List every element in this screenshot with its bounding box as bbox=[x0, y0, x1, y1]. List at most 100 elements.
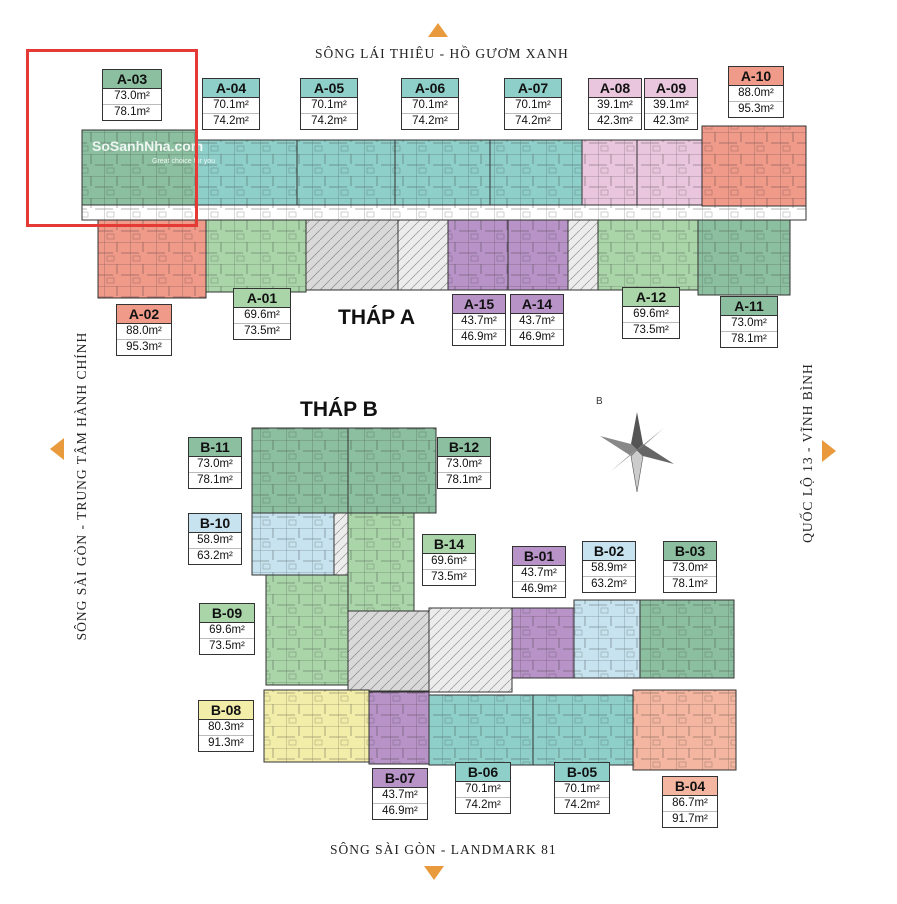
unit-code: B-08 bbox=[199, 701, 253, 720]
unit-code: A-07 bbox=[505, 79, 561, 98]
arrow-right-icon bbox=[822, 440, 836, 462]
unit-b-07-block-rooms bbox=[369, 692, 429, 764]
unit-b-14-block-rooms bbox=[348, 513, 414, 611]
unit-area-2: 42.3m² bbox=[653, 115, 689, 127]
unit-area-1: 43.7m² bbox=[513, 566, 565, 582]
unit-a-06-block-rooms bbox=[395, 140, 490, 205]
unit-area-2: 78.1m² bbox=[672, 578, 708, 590]
unit-area-1: 73.0m² bbox=[103, 89, 161, 105]
compass-letter: B bbox=[596, 396, 603, 407]
unit-area-2: 73.5m² bbox=[633, 324, 669, 336]
unit-b-06-block-rooms bbox=[429, 695, 533, 765]
unit-code: B-06 bbox=[456, 763, 510, 782]
tower-a-title: THÁP A bbox=[338, 306, 416, 329]
unit-a-09-block-rooms bbox=[637, 140, 702, 205]
direction-top-label: SÔNG LÁI THIÊU - HỒ GƯƠM XANH bbox=[315, 46, 569, 61]
unit-area-2: 74.2m² bbox=[465, 799, 501, 811]
unit-area-2: 95.3m² bbox=[126, 341, 162, 353]
unit-code: B-02 bbox=[583, 542, 635, 561]
unit-code: A-06 bbox=[402, 79, 458, 98]
unit-a-10-block-rooms bbox=[702, 126, 806, 206]
unit-area-2: 73.5m² bbox=[431, 571, 467, 583]
unit-area-1: 39.1m² bbox=[645, 98, 697, 114]
unit-area-1: 73.0m² bbox=[189, 457, 241, 473]
unit-b-09-block-rooms bbox=[266, 575, 348, 685]
unit-area-2: 74.2m² bbox=[311, 115, 347, 127]
unit-area-1: 70.1m² bbox=[301, 98, 357, 114]
unit-code: A-04 bbox=[203, 79, 259, 98]
unit-area-2: 78.1m² bbox=[114, 106, 150, 118]
unit-area-2: 46.9m² bbox=[382, 805, 418, 817]
unit-area-1: 73.0m² bbox=[438, 457, 490, 473]
a-03-highlight-box bbox=[26, 49, 198, 227]
unit-b-02-block-rooms bbox=[574, 600, 640, 678]
unit-code: B-01 bbox=[513, 547, 565, 566]
watermark-brand: SoSanhNha.com bbox=[92, 138, 204, 154]
arrow-up-icon bbox=[428, 23, 448, 37]
unit-a-15-block-rooms bbox=[448, 220, 508, 290]
arrow-down-icon bbox=[424, 866, 444, 880]
unit-area-1: 70.1m² bbox=[203, 98, 259, 114]
unit-area-1: 69.6m² bbox=[234, 308, 290, 324]
unit-b-11-block-rooms bbox=[252, 428, 348, 513]
direction-left-label: SÔNG SÀI GÒN - TRUNG TÂM HÀNH CHÍNH bbox=[74, 331, 89, 641]
direction-right-label: QUỐC LỘ 13 - VĨNH BÌNH bbox=[800, 363, 815, 543]
unit-area-2: 95.3m² bbox=[738, 103, 774, 115]
unit-code: B-10 bbox=[189, 514, 241, 533]
unit-area-1: 70.1m² bbox=[555, 782, 609, 798]
unit-area-2: 42.3m² bbox=[597, 115, 633, 127]
direction-bottom-label: SÔNG SÀI GÒN - LANDMARK 81 bbox=[330, 842, 557, 857]
unit-b-12-block-rooms bbox=[348, 428, 436, 513]
unit-a-03-block-rooms bbox=[82, 130, 197, 205]
unit-a-08-block-rooms bbox=[582, 140, 637, 205]
unit-a-11-block-rooms bbox=[698, 220, 790, 295]
unit-code: A-02 bbox=[117, 305, 171, 324]
unit-area-2: 91.3m² bbox=[208, 737, 244, 749]
unit-b-10-block-rooms bbox=[252, 513, 334, 575]
unit-area-1: 73.0m² bbox=[721, 316, 777, 332]
unit-area-1: 43.7m² bbox=[453, 314, 505, 330]
unit-code: A-09 bbox=[645, 79, 697, 98]
unit-code: A-14 bbox=[511, 295, 563, 314]
unit-area-2: 74.2m² bbox=[515, 115, 551, 127]
unit-code: B-07 bbox=[373, 769, 427, 788]
unit-area-1: 86.7m² bbox=[663, 796, 717, 812]
unit-code: B-09 bbox=[200, 604, 254, 623]
unit-a-12-block-rooms bbox=[598, 220, 698, 290]
unit-b-01-block-rooms bbox=[512, 608, 574, 678]
unit-code: A-11 bbox=[721, 297, 777, 316]
unit-area-1: 69.6m² bbox=[423, 554, 475, 570]
tower-a-stair-2-rooms bbox=[568, 220, 598, 290]
unit-a-07-block-rooms bbox=[490, 140, 582, 205]
unit-area-1: 70.1m² bbox=[456, 782, 510, 798]
watermark-tagline: Great choice for you bbox=[152, 158, 216, 165]
unit-code: B-03 bbox=[664, 542, 716, 561]
unit-code: A-12 bbox=[623, 288, 679, 307]
unit-code: A-10 bbox=[729, 67, 783, 86]
unit-area-1: 70.1m² bbox=[505, 98, 561, 114]
unit-b-08-block-rooms bbox=[264, 690, 369, 762]
tower-b-title: THÁP B bbox=[300, 398, 378, 421]
unit-code: B-14 bbox=[423, 535, 475, 554]
unit-area-2: 74.2m² bbox=[564, 799, 600, 811]
